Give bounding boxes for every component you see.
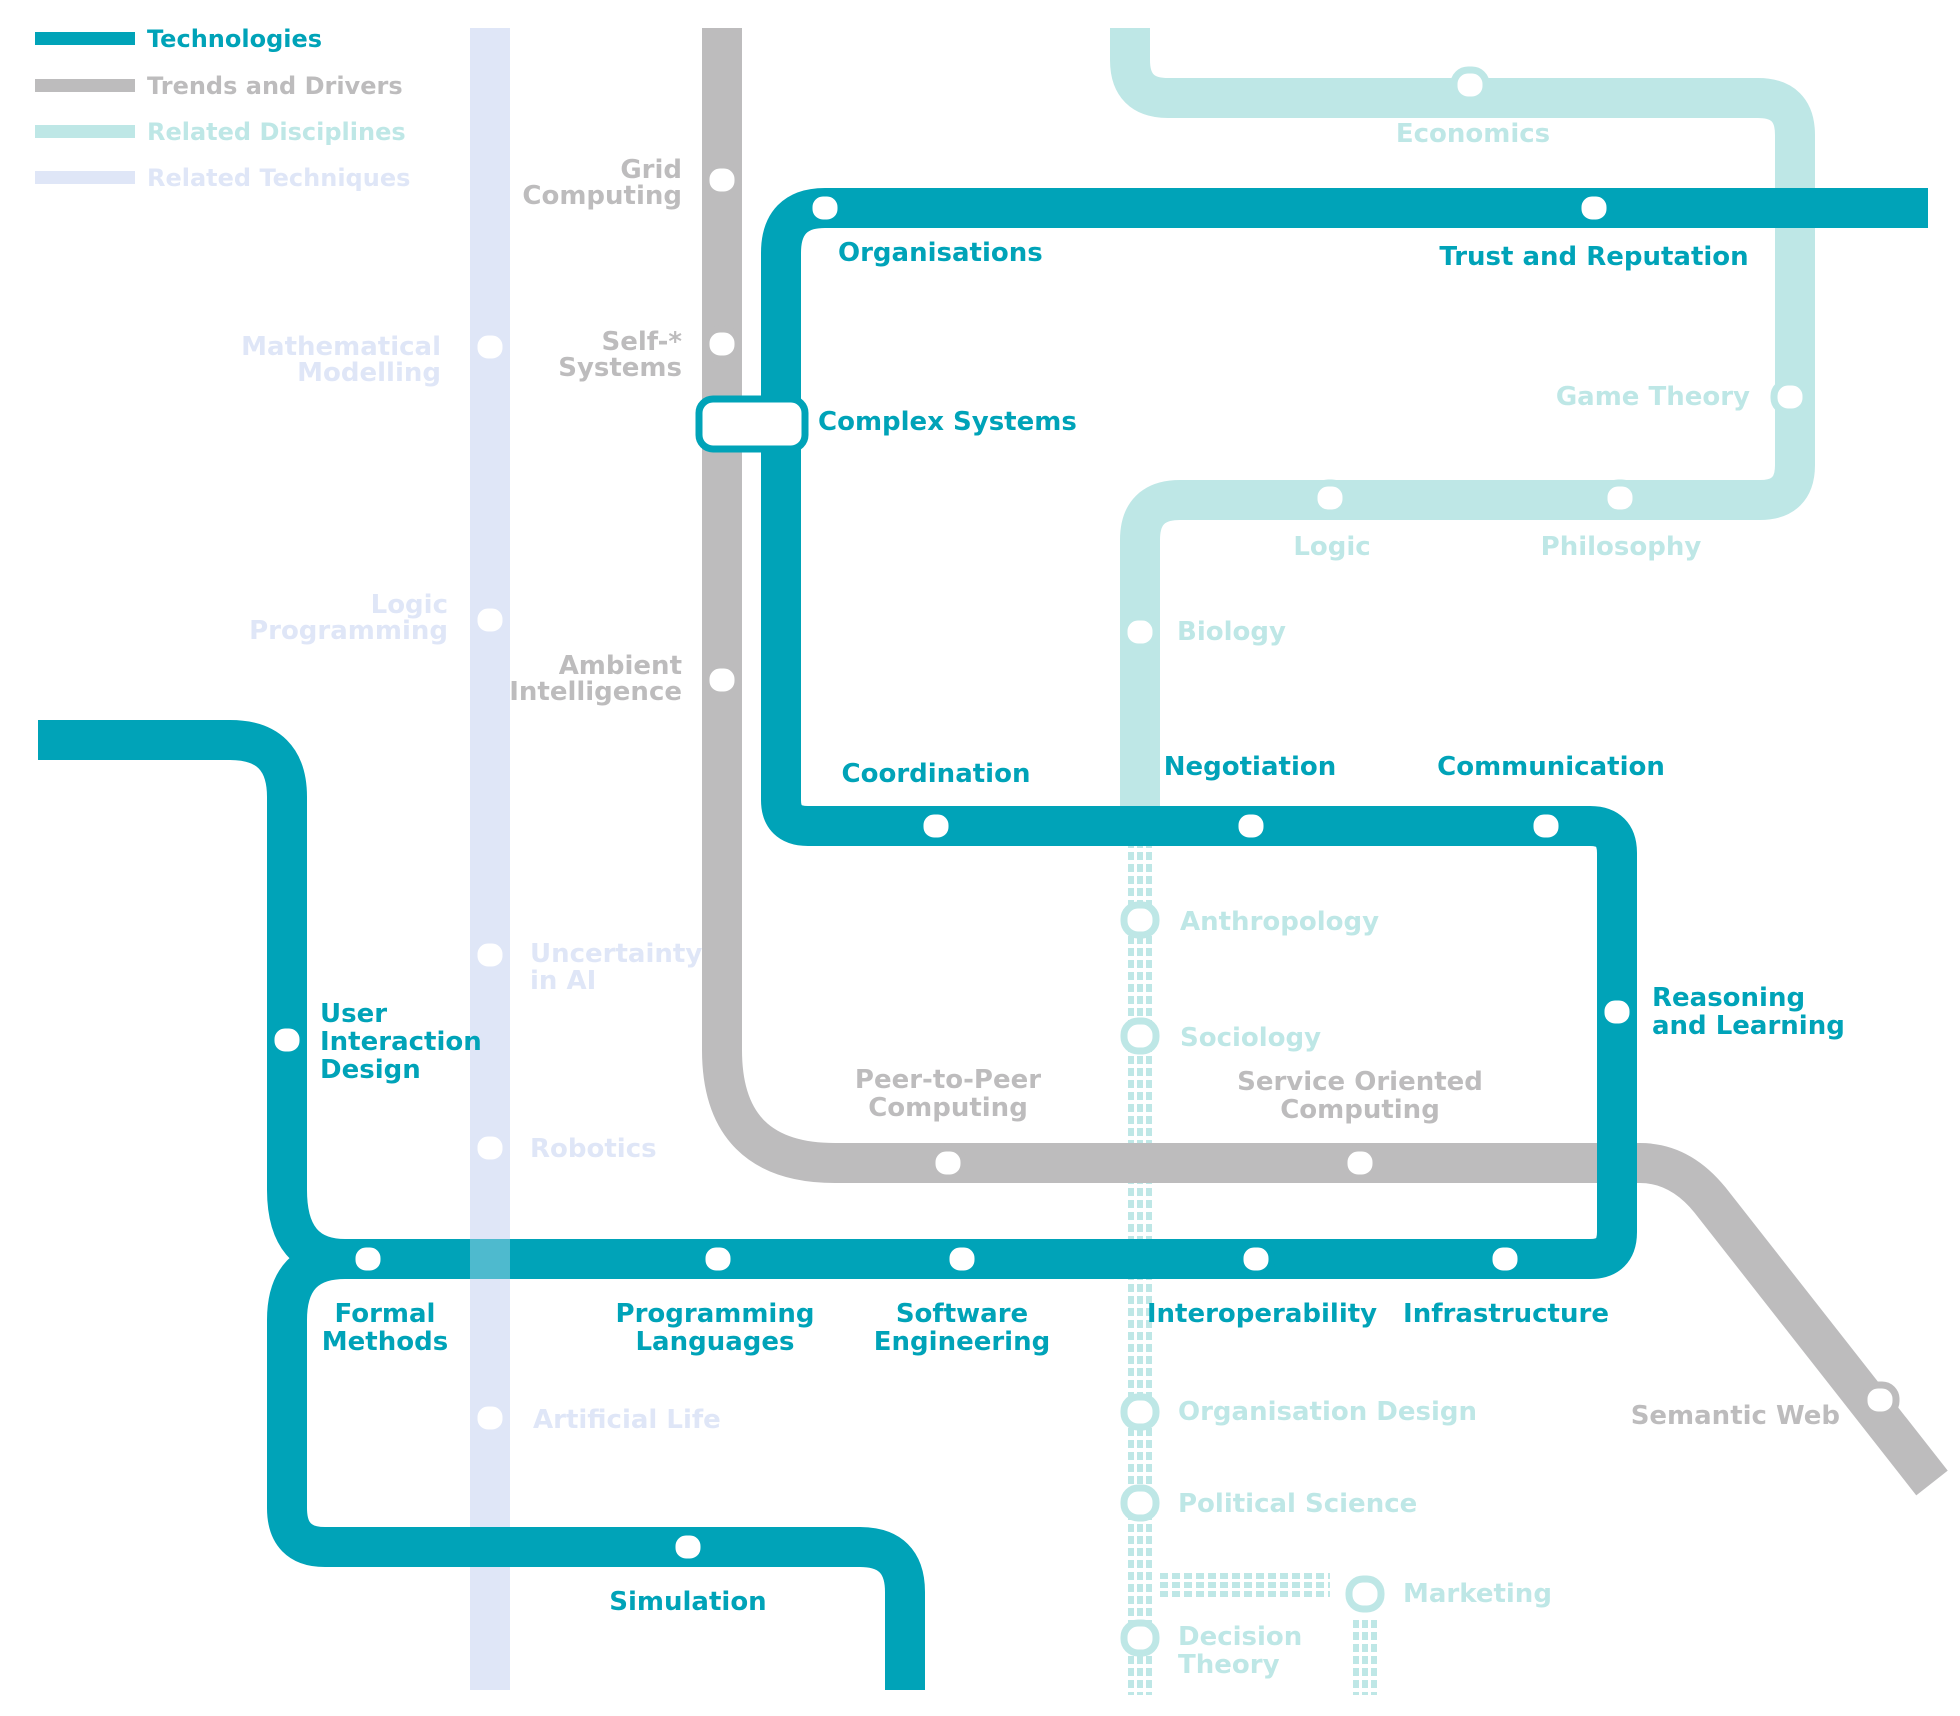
legend-label: Trends and Drivers	[147, 72, 403, 100]
station-trust-and-reputation	[1574, 189, 1614, 227]
label-game-theory: Game Theory	[1556, 382, 1750, 412]
label-marketing: Marketing	[1403, 1579, 1552, 1609]
station-negotiation	[1231, 807, 1271, 845]
label-communication: Communication	[1437, 752, 1665, 782]
label-coordination: Coordination	[842, 759, 1031, 789]
tracks	[38, 28, 1948, 1695]
label-artificial-life: Artificial Life	[533, 1405, 721, 1435]
station-political-science	[1120, 1484, 1160, 1522]
station-complex-systems	[695, 395, 809, 453]
line-related-disciplines-top	[1110, 28, 1815, 810]
label-sociology: Sociology	[1180, 1023, 1321, 1053]
station-peer-to-peer-computing	[928, 1144, 968, 1182]
station-marketing	[1345, 1575, 1385, 1613]
line-related-disciplines-dotted-marketing	[1353, 1620, 1377, 1695]
station-biology	[1120, 613, 1160, 651]
station-organisation-design	[1120, 1393, 1160, 1431]
station-economics	[1450, 66, 1490, 104]
legend-swatch	[35, 79, 135, 92]
station-infrastructure	[1485, 1240, 1525, 1278]
station-self-systems	[702, 325, 742, 363]
label-robotics: Robotics	[530, 1134, 657, 1164]
legend-label: Technologies	[147, 25, 322, 53]
line-technologies-left	[38, 720, 925, 1690]
station-decision-theory	[1120, 1619, 1160, 1657]
station-interoperability	[1236, 1240, 1276, 1278]
station-game-theory	[1770, 378, 1810, 416]
station-robotics	[470, 1129, 510, 1167]
station-programming-languages	[698, 1240, 738, 1278]
line-related-disciplines-dotted-branch	[1160, 1573, 1330, 1597]
label-organisation-design: Organisation Design	[1178, 1397, 1477, 1427]
station-service-oriented-computing	[1340, 1144, 1380, 1182]
line-trends-and-drivers	[702, 28, 1948, 1496]
station-mathematical-modelling	[470, 328, 510, 366]
station-reasoning-and-learning	[1597, 993, 1637, 1031]
label-biology: Biology	[1177, 617, 1286, 647]
station-grid-computing	[702, 161, 742, 199]
station-logic-programming	[470, 601, 510, 639]
legend-label: Related Disciplines	[147, 118, 406, 146]
station-semantic-web	[1860, 1381, 1900, 1419]
station-formal-methods	[348, 1240, 388, 1278]
station-anthropology	[1120, 901, 1160, 939]
label-economics: Economics	[1396, 119, 1550, 149]
legend-swatch	[35, 32, 135, 45]
station-communication	[1526, 807, 1566, 845]
station-sociology	[1120, 1017, 1160, 1055]
station-philosophy	[1600, 479, 1640, 517]
line-technologies-upper	[310, 188, 1928, 1279]
label-interoperability: Interoperability	[1147, 1299, 1377, 1329]
legend-label: Related Techniques	[147, 164, 410, 192]
station-software-engineering	[942, 1240, 982, 1278]
station-user-interaction-design	[267, 1021, 307, 1059]
station-simulation	[668, 1528, 708, 1566]
label-complex-systems: Complex Systems	[818, 407, 1077, 437]
label-trust-and-reputation: Trust and Reputation	[1439, 242, 1748, 272]
label-infrastructure: Infrastructure	[1403, 1299, 1609, 1329]
station-logic	[1310, 479, 1350, 517]
label-philosophy: Philosophy	[1541, 532, 1702, 562]
label-negotiation: Negotiation	[1164, 752, 1336, 782]
legend-swatch	[35, 171, 135, 184]
station-uncertainty-in-ai	[470, 936, 510, 974]
label-organisations: Organisations	[838, 238, 1043, 268]
stations	[267, 66, 1900, 1657]
label-self-systems: Self-*Systems	[558, 327, 682, 383]
station-coordination	[916, 807, 956, 845]
label-political-science: Political Science	[1178, 1489, 1417, 1519]
station-ambient-intelligence	[702, 661, 742, 699]
legend-swatch	[35, 125, 135, 138]
station-artificial-life	[470, 1399, 510, 1437]
station-organisations	[805, 189, 845, 227]
label-semantic-web: Semantic Web	[1631, 1401, 1840, 1431]
station-labels: Organisations Trust and ReputationComplex…	[241, 119, 1845, 1680]
label-logic: Logic	[1293, 532, 1370, 562]
label-anthropology: Anthropology	[1180, 907, 1379, 937]
label-simulation: Simulation	[609, 1587, 766, 1617]
